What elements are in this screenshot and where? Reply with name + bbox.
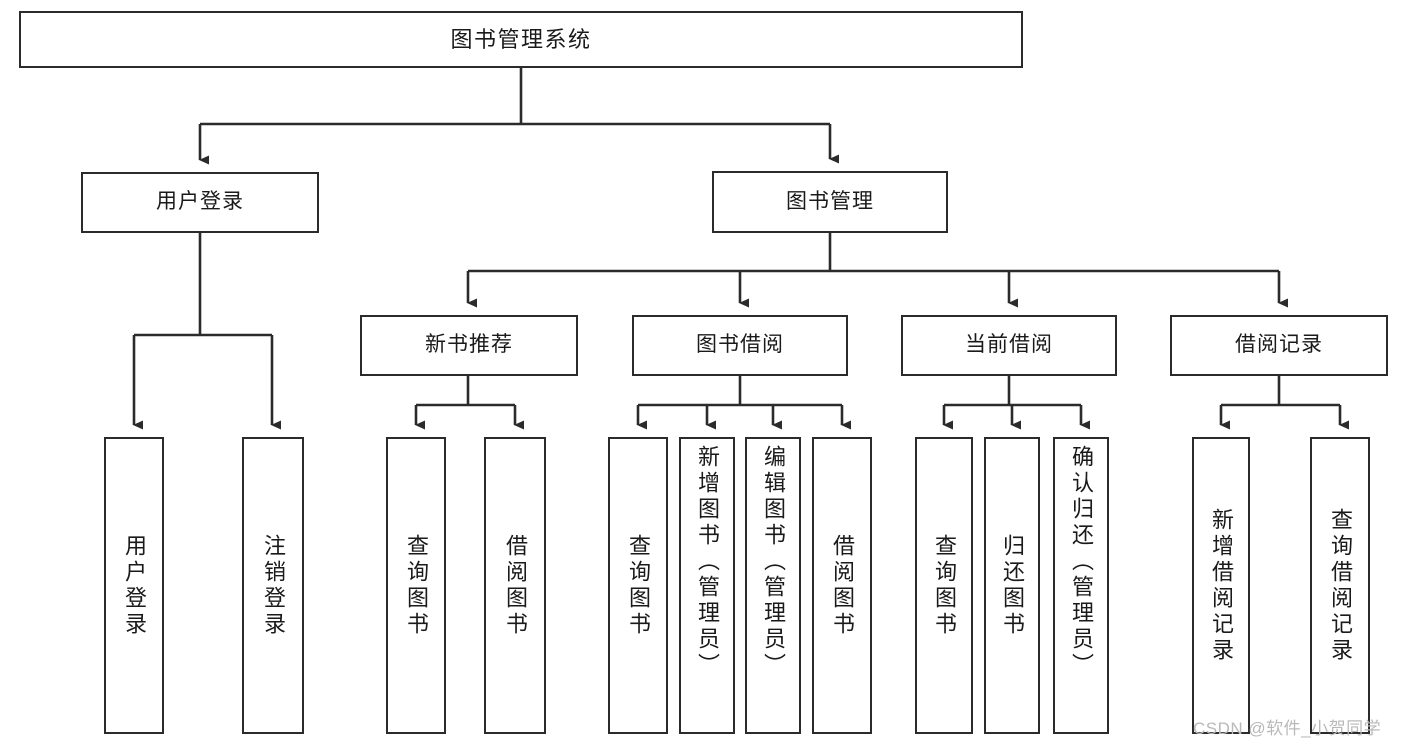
leaf-add-borrow-record-label: 新增借阅记录 [1209, 507, 1234, 664]
leaf-query-book[interactable]: 查询图书 [608, 437, 668, 734]
node-root-system[interactable]: 图书管理系统 [19, 11, 1023, 68]
leaf-add-book-admin[interactable]: 新增图书（管理员） [679, 437, 735, 734]
leaf-logout[interactable]: 注销登录 [242, 437, 304, 734]
leaf-query-book-label: 查询图书 [626, 533, 651, 638]
leaf-borrow-book-recommend[interactable]: 借阅图书 [484, 437, 546, 734]
node-current-borrow-label: 当前借阅 [965, 333, 1053, 357]
leaf-logout-label: 注销登录 [261, 533, 286, 638]
node-current-borrow[interactable]: 当前借阅 [901, 315, 1117, 376]
node-book-manage[interactable]: 图书管理 [712, 171, 948, 233]
leaf-query-borrow-record[interactable]: 查询借阅记录 [1310, 437, 1370, 734]
leaf-query-book-current-label: 查询图书 [932, 533, 957, 638]
node-book-borrow[interactable]: 图书借阅 [632, 315, 848, 376]
leaf-query-book-current[interactable]: 查询图书 [915, 437, 973, 734]
leaf-return-book[interactable]: 归还图书 [984, 437, 1040, 734]
leaf-borrow-book[interactable]: 借阅图书 [812, 437, 872, 734]
leaf-return-book-label: 归还图书 [1000, 533, 1025, 638]
node-user-login-label: 用户登录 [156, 190, 244, 214]
leaf-confirm-return-admin[interactable]: 确认归还（管理员） [1053, 437, 1109, 734]
node-root-label: 图书管理系统 [450, 26, 592, 52]
leaf-query-book-recommend[interactable]: 查询图书 [386, 437, 446, 734]
leaf-add-borrow-record[interactable]: 新增借阅记录 [1192, 437, 1250, 734]
node-book-manage-label: 图书管理 [786, 189, 874, 213]
leaf-add-book-admin-label: 新增图书（管理员） [695, 445, 720, 679]
node-borrow-record-label: 借阅记录 [1235, 333, 1323, 357]
csdn-watermark: CSDN @软件_小贺同学 [1193, 719, 1382, 738]
leaf-edit-book-admin[interactable]: 编辑图书（管理员） [745, 437, 801, 734]
leaf-borrow-book-recommend-label: 借阅图书 [503, 533, 528, 638]
leaf-query-book-recommend-label: 查询图书 [404, 533, 429, 638]
leaf-user-login[interactable]: 用户登录 [104, 437, 164, 734]
leaf-query-borrow-record-label: 查询借阅记录 [1328, 507, 1353, 664]
node-borrow-record[interactable]: 借阅记录 [1170, 315, 1388, 376]
leaf-confirm-return-admin-label: 确认归还（管理员） [1069, 445, 1094, 679]
leaf-borrow-book-label: 借阅图书 [830, 533, 855, 638]
node-new-book-recommend-label: 新书推荐 [425, 333, 513, 357]
leaf-user-login-label: 用户登录 [122, 533, 147, 638]
node-new-book-recommend[interactable]: 新书推荐 [360, 315, 578, 376]
leaf-edit-book-admin-label: 编辑图书（管理员） [761, 445, 786, 679]
node-user-login[interactable]: 用户登录 [81, 172, 319, 233]
node-book-borrow-label: 图书借阅 [696, 333, 784, 357]
